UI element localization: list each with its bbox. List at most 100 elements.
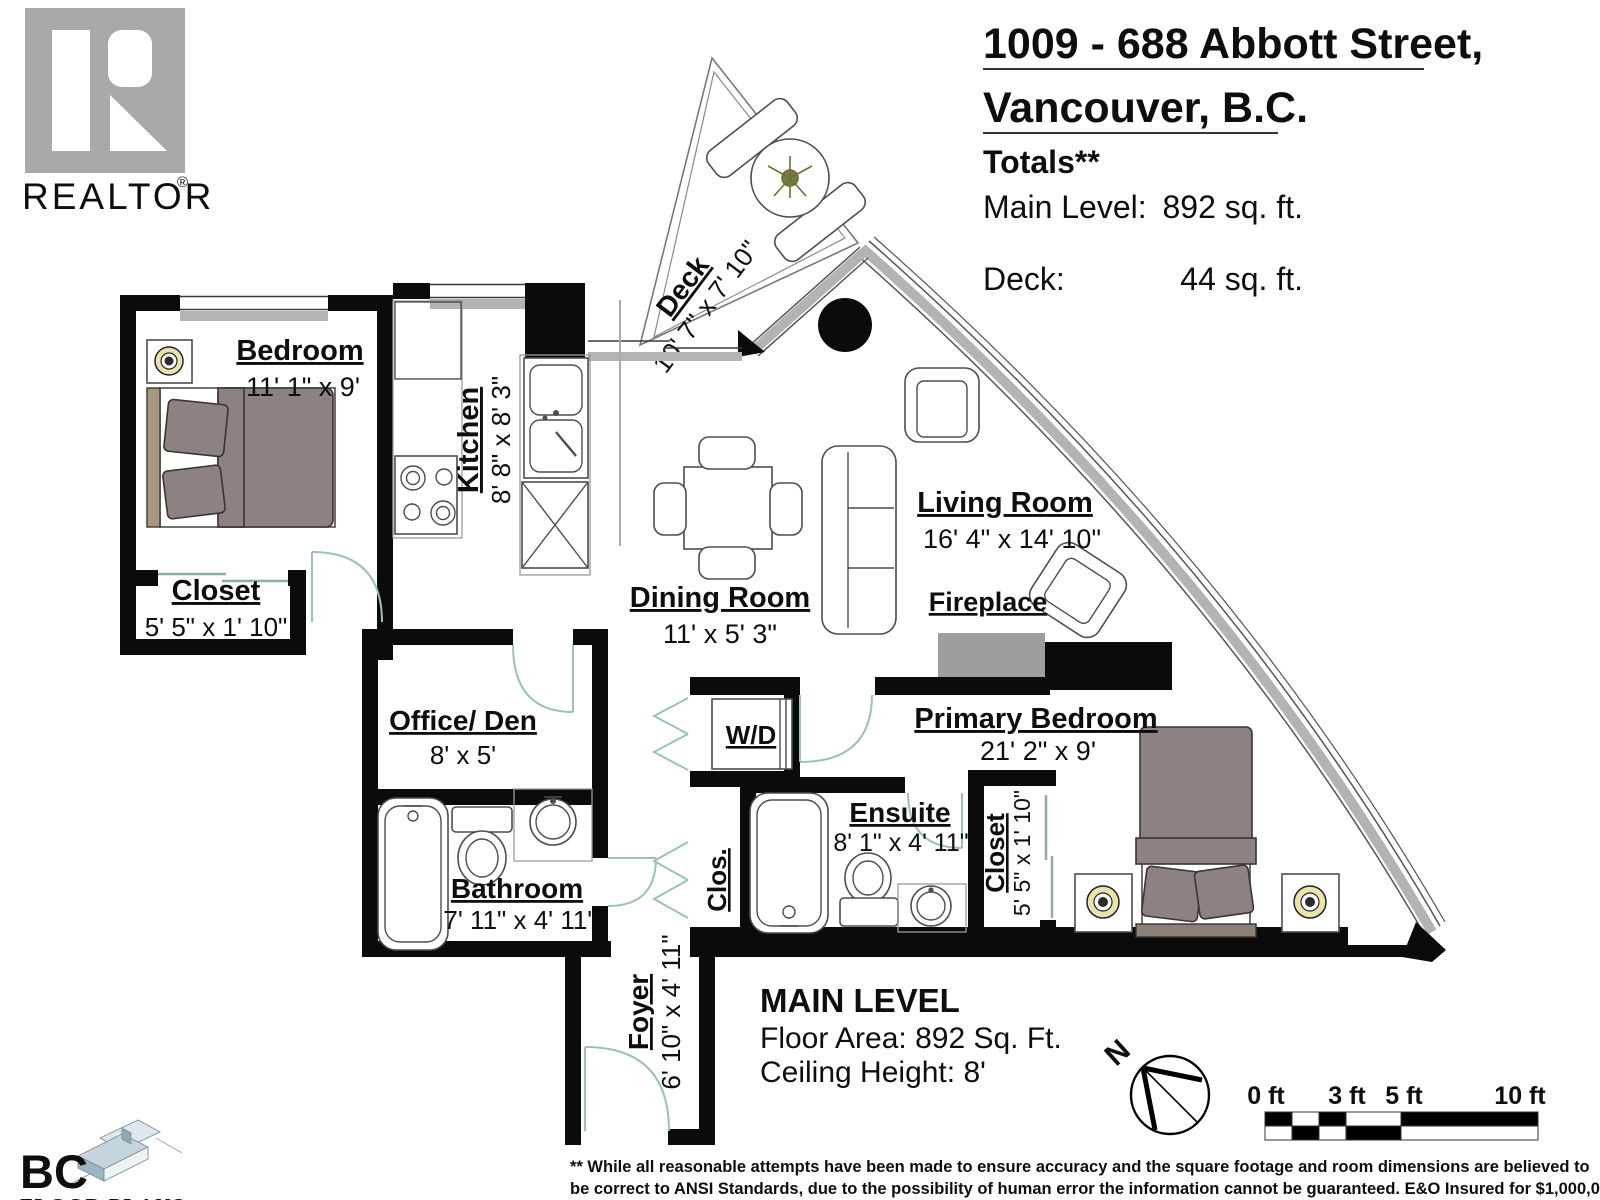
lamp-icon bbox=[1086, 885, 1120, 919]
stove-icon bbox=[394, 455, 458, 535]
room-labels: Bedroom 11' 1" x 9' Closet 5' 5" x 1' 10… bbox=[145, 335, 1158, 1090]
living-furniture bbox=[821, 367, 1128, 639]
wd-bifold-doors bbox=[651, 697, 689, 771]
totals-label: Totals** bbox=[983, 144, 1100, 180]
ensuite-door bbox=[907, 792, 963, 849]
deck-sliding-door bbox=[588, 340, 742, 361]
level-name: MAIN LEVEL bbox=[760, 982, 960, 1019]
room-label-bathroom: Bathroom bbox=[451, 873, 583, 904]
bathroom-fixtures bbox=[377, 788, 593, 951]
room-label-foyer: Foyer bbox=[623, 974, 654, 1050]
closet-bifold-doors bbox=[651, 841, 689, 919]
scale-tick-3: 3 ft bbox=[1328, 1082, 1366, 1110]
room-dims-office: 8' x 5' bbox=[430, 740, 496, 770]
wall-notch bbox=[738, 330, 765, 357]
room-dims-kitchen: 8' 8" x 8' 3" bbox=[486, 376, 516, 504]
level-floor-area: Floor Area: 892 Sq. Ft. bbox=[760, 1022, 1062, 1055]
structural-column bbox=[818, 298, 872, 352]
room-label-dining: Dining Room bbox=[630, 582, 810, 614]
armchair-icon bbox=[904, 367, 980, 443]
chair bbox=[769, 482, 803, 536]
realtor-logo: REALTOR ® bbox=[22, 8, 214, 217]
bc-logo-isometric-plan bbox=[67, 1119, 183, 1186]
room-label-ensuite: Ensuite bbox=[849, 797, 950, 828]
lamp-icon bbox=[154, 346, 184, 376]
room-dims-closet: 5' 5" x 1' 10" bbox=[145, 612, 288, 642]
fridge-icon bbox=[394, 301, 462, 380]
room-label-closet: Closet bbox=[172, 575, 261, 607]
scale-bar: 0 ft 3 ft 5 ft 10 ft bbox=[1247, 1082, 1546, 1141]
room-dims-living: 16' 4" x 14' 10" bbox=[923, 524, 1101, 554]
fireplace-box bbox=[938, 633, 1045, 677]
registered-icon: ® bbox=[177, 174, 188, 191]
ensuite-toilet-icon bbox=[839, 852, 899, 927]
room-dims-ensuite: 8' 1" x 4' 11" bbox=[833, 829, 968, 857]
bathtub-icon bbox=[377, 797, 449, 951]
bedroom-closet-slider bbox=[158, 572, 288, 583]
scale-bar-cells bbox=[1264, 1111, 1539, 1141]
main-level-label: Main Level: bbox=[983, 189, 1147, 225]
scale-tick-10: 10 ft bbox=[1494, 1082, 1546, 1110]
scale-tick-0: 0 ft bbox=[1247, 1082, 1285, 1110]
primary-bedroom-door bbox=[799, 694, 873, 763]
room-dims-bathroom: 7' 11" x 4' 11" bbox=[443, 905, 596, 935]
room-label-bedroom: Bedroom bbox=[236, 335, 363, 367]
label-washer-dryer: W/D bbox=[726, 720, 777, 750]
label-fireplace: Fireplace bbox=[929, 587, 1048, 617]
ensuite-fixtures bbox=[749, 792, 967, 934]
label-hall-closet: Clos. bbox=[702, 848, 732, 912]
kitchen-fixtures bbox=[392, 300, 621, 576]
kitchen-window bbox=[430, 283, 525, 309]
fireplace-hearth bbox=[1045, 642, 1172, 690]
dishwasher-icon bbox=[521, 481, 589, 569]
room-dims-bedroom: 11' 1" x 9' bbox=[246, 372, 360, 402]
dining-furniture bbox=[653, 436, 803, 580]
room-label-kitchen: Kitchen bbox=[453, 387, 485, 493]
disclaimer: ** While all reasonable attempts have be… bbox=[570, 1158, 1600, 1198]
primary-closet-slider bbox=[1044, 795, 1054, 918]
chair bbox=[653, 482, 687, 536]
ensuite-sink-icon bbox=[897, 883, 967, 933]
deck-area-label: Deck: bbox=[983, 261, 1065, 297]
bed-icon bbox=[146, 387, 336, 528]
armchair-icon bbox=[1028, 541, 1128, 639]
lamp-icon bbox=[1293, 885, 1327, 919]
deck-area: Deck 10' 7" x 7' 10" bbox=[638, 56, 867, 378]
main-level-value: 892 sq. ft. bbox=[1162, 189, 1303, 225]
bathroom-sink-icon bbox=[513, 788, 593, 862]
room-dims-primary: 21' 2" x 9' bbox=[980, 736, 1096, 766]
realtor-wordmark: REALTOR bbox=[22, 176, 214, 217]
room-dims-foyer: 6' 10" x 4' 11" bbox=[656, 934, 686, 1089]
chair bbox=[698, 436, 756, 470]
disclaimer-line2: be correct to ANSI Standards, due to the… bbox=[570, 1180, 1600, 1198]
compass-north-label: N bbox=[1099, 1033, 1137, 1072]
windows bbox=[180, 283, 742, 361]
toilet-icon bbox=[451, 806, 513, 886]
deck-area-value: 44 sq. ft. bbox=[1180, 261, 1303, 297]
bathroom-door bbox=[607, 857, 657, 907]
door-swings bbox=[158, 551, 1054, 1132]
deck-table-icon bbox=[705, 97, 867, 263]
compass-icon: N bbox=[1099, 1033, 1211, 1136]
room-dims-primary-closet: 5' 5" x 1' 10" bbox=[1009, 790, 1035, 916]
washer-dryer-icon bbox=[711, 698, 793, 770]
chair bbox=[698, 546, 756, 580]
washer-dryer bbox=[711, 698, 793, 770]
address-line1: 1009 - 688 Abbott Street, bbox=[983, 20, 1483, 68]
double-sink-icon bbox=[523, 357, 589, 479]
ensuite-tub-icon bbox=[749, 792, 829, 934]
bedroom-window bbox=[180, 295, 328, 321]
disclaimer-line1: ** While all reasonable attempts have be… bbox=[570, 1158, 1590, 1176]
entry-door bbox=[584, 1046, 670, 1132]
level-ceiling-height: Ceiling Height: 8' bbox=[760, 1056, 986, 1089]
bc-wordmark: BC bbox=[20, 1145, 88, 1198]
kitchen-counter-right bbox=[519, 354, 591, 576]
scale-tick-5: 5 ft bbox=[1385, 1082, 1423, 1110]
office-door bbox=[512, 644, 574, 713]
bedroom-door bbox=[311, 551, 383, 623]
nightstand bbox=[1074, 873, 1133, 933]
dining-table bbox=[683, 466, 773, 550]
primary-bedroom-furniture bbox=[1074, 726, 1340, 938]
